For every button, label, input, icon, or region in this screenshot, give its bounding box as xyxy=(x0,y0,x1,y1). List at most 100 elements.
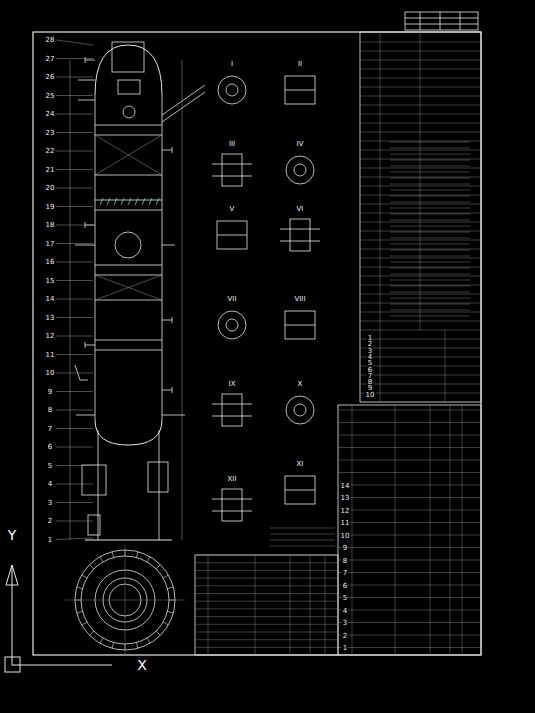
table-cell: 4 xyxy=(342,607,348,614)
drawing-line xyxy=(450,405,451,655)
drawing-line xyxy=(212,404,252,405)
drawing-line xyxy=(420,12,421,30)
drawing-rect xyxy=(82,465,106,495)
drawing-line xyxy=(98,430,99,540)
drawing-line xyxy=(195,608,338,609)
drawing-line xyxy=(255,555,256,655)
table-cell: 3 xyxy=(342,620,348,627)
drawing-line xyxy=(445,330,446,402)
drawing-line xyxy=(125,545,126,655)
drawing-line xyxy=(285,490,315,491)
drawing-line xyxy=(360,213,481,214)
view-label: VII xyxy=(227,296,238,303)
drawing-line xyxy=(360,123,481,124)
drawing-line xyxy=(56,447,93,448)
drawing-line xyxy=(360,114,481,115)
drawing-line xyxy=(56,95,93,96)
callout-number: 13 xyxy=(45,314,56,321)
drawing-line xyxy=(338,610,481,611)
drawing-line xyxy=(107,198,110,205)
drawing-rect xyxy=(285,476,315,504)
callout-number: 8 xyxy=(47,407,53,414)
view-label: IV xyxy=(296,141,305,148)
drawing-line xyxy=(285,90,315,91)
drawing-line xyxy=(360,330,481,331)
drawing-line xyxy=(212,176,252,177)
callout-number: 5 xyxy=(47,462,53,469)
drawing-line xyxy=(390,148,470,149)
bottom-head xyxy=(95,420,162,445)
callout-number: 14 xyxy=(45,296,56,303)
drawing-line xyxy=(85,539,172,540)
drawing-line xyxy=(380,32,381,402)
drawing-line xyxy=(12,565,13,665)
callout-number: 7 xyxy=(47,425,53,432)
drawing-rect xyxy=(5,657,20,672)
drawing-line xyxy=(360,321,481,322)
drawing-line xyxy=(338,647,481,648)
drawing-line xyxy=(440,12,441,30)
drawing-line xyxy=(56,502,93,503)
drawing-line xyxy=(172,147,173,153)
drawing-rect xyxy=(217,221,247,249)
callout-number: 25 xyxy=(45,92,56,99)
drawing-line xyxy=(95,200,162,201)
drawing-line xyxy=(285,325,315,326)
drawing-line xyxy=(212,416,252,417)
drawing-line xyxy=(390,196,470,197)
drawing-line xyxy=(217,235,247,236)
drawing-line xyxy=(56,243,93,244)
drawing-line xyxy=(100,198,103,205)
callout-number: 21 xyxy=(45,166,56,173)
table-cell: 10 xyxy=(365,391,376,398)
drawing-rect xyxy=(405,12,478,30)
drawing-line xyxy=(56,317,93,318)
drawing-line xyxy=(100,557,103,562)
drawing-line xyxy=(360,78,481,79)
drawing-line xyxy=(360,177,481,178)
callout-number: 15 xyxy=(45,277,56,284)
drawing-line xyxy=(390,250,470,251)
drawing-line xyxy=(360,357,481,358)
drawing-line xyxy=(390,208,470,209)
drawing-line xyxy=(338,585,481,586)
drawing-line xyxy=(75,245,95,246)
drawing-line xyxy=(338,472,481,473)
drawing-line xyxy=(338,410,481,411)
drawing-line xyxy=(270,528,335,529)
drawing-line xyxy=(56,132,93,133)
drawing-line xyxy=(75,365,80,380)
drawing-line xyxy=(195,578,338,579)
drawing-circle xyxy=(115,232,141,258)
drawing-line xyxy=(80,380,88,381)
drawing-line xyxy=(360,285,481,286)
drawing-line xyxy=(12,665,112,666)
drawing-line xyxy=(56,262,93,263)
callout-number: 6 xyxy=(47,444,53,451)
drawing-line xyxy=(85,57,86,63)
drawing-line xyxy=(56,299,93,300)
drawing-line xyxy=(162,320,172,321)
drawing-line xyxy=(56,391,93,392)
callout-number: 23 xyxy=(45,129,56,136)
drawing-line xyxy=(390,244,470,245)
drawing-line xyxy=(56,188,93,189)
view-label: VIII xyxy=(294,296,307,303)
drawing-line xyxy=(390,190,470,191)
callout-number: 16 xyxy=(45,259,56,266)
drawing-line xyxy=(121,198,124,205)
drawing-rect xyxy=(222,489,242,521)
drawing-line xyxy=(390,292,470,293)
drawing-line xyxy=(147,638,150,643)
drawing-line xyxy=(85,60,95,61)
drawing-line xyxy=(338,572,481,573)
drawing-line xyxy=(390,304,470,305)
drawing-line xyxy=(162,92,205,122)
drawing-line xyxy=(270,540,335,541)
view-label: I xyxy=(230,61,234,68)
callout-number: 11 xyxy=(45,351,56,358)
drawing-line xyxy=(390,166,470,167)
drawing-line xyxy=(77,587,83,589)
drawing-line xyxy=(310,555,311,655)
drawing-line xyxy=(360,393,481,394)
